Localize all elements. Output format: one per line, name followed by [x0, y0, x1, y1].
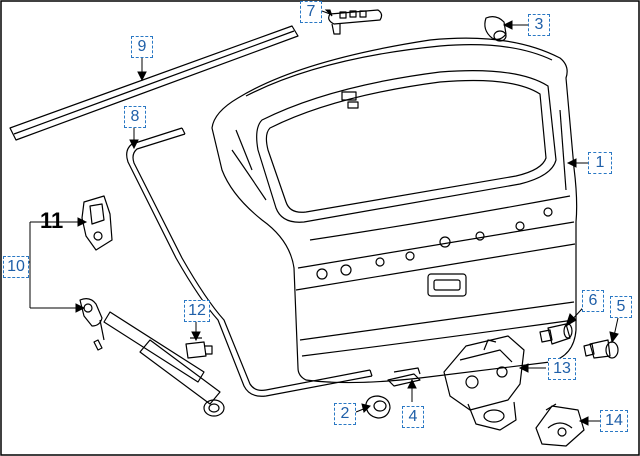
- bumper-stop-12: [185, 337, 213, 359]
- callout-10: 10: [3, 256, 29, 278]
- callout-1: 1: [588, 152, 612, 174]
- gas-strut: [79, 298, 225, 417]
- leader-lines: [20, 9, 619, 426]
- top-clip-part: [328, 9, 383, 35]
- callout-3: 3: [528, 14, 550, 36]
- striker-part: [535, 403, 585, 447]
- spoiler-strip: [9, 25, 299, 141]
- bracket-part-4: [387, 367, 421, 387]
- callout-14: 14: [600, 410, 628, 432]
- plug-part-3: [484, 16, 507, 42]
- callout-13: 13: [548, 358, 576, 380]
- bolt-part-6: [539, 323, 573, 345]
- part-label-11: 11: [40, 208, 64, 233]
- hinge-part: [81, 195, 113, 251]
- callout-2: 2: [334, 403, 356, 425]
- callout-9: 9: [131, 36, 153, 58]
- callout-4: 4: [402, 406, 424, 428]
- callout-12: 12: [184, 300, 210, 322]
- cushion-part-2: [365, 395, 391, 419]
- lock-assembly: [443, 335, 525, 431]
- callout-8: 8: [124, 106, 146, 128]
- screw-part-5: [583, 339, 619, 359]
- callout-5: 5: [610, 296, 632, 318]
- callout-6: 6: [582, 290, 604, 312]
- weatherstrip-seal: [126, 127, 373, 397]
- callout-7: 7: [300, 1, 322, 23]
- back-door-panel: [211, 37, 578, 384]
